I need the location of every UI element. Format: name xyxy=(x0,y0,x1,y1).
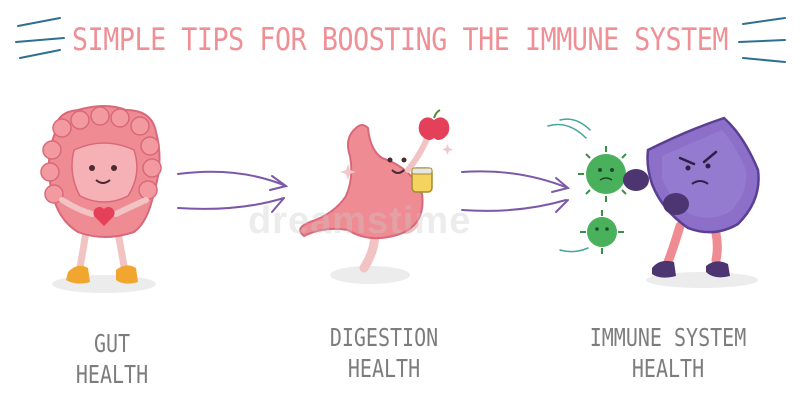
label-digestion-health: DIGESTION HEALTH xyxy=(304,322,464,384)
intestine-character-icon xyxy=(40,105,162,284)
label-digestion-line1: DIGESTION xyxy=(329,323,439,352)
virus-small-icon xyxy=(580,210,624,254)
page-title: SIMPLE TIPS FOR BOOSTING THE IMMUNE SYST… xyxy=(71,22,729,58)
title-left-lines-icon xyxy=(15,17,65,59)
label-gut-line1: GUT xyxy=(93,329,131,358)
stomach-shadow xyxy=(330,266,410,284)
stomach-character-icon xyxy=(299,109,453,273)
motion-lines-icon xyxy=(547,118,591,253)
label-gut-line2: HEALTH xyxy=(75,360,149,389)
label-gut-health: GUT HEALTH xyxy=(32,328,192,390)
shield-character-icon xyxy=(623,116,760,278)
title-right-lines-icon xyxy=(738,17,786,63)
label-immune-line2: HEALTH xyxy=(631,354,705,383)
label-immune-line1: IMMUNE SYSTEM xyxy=(589,323,747,352)
arrow-digestion-to-immune-icon xyxy=(461,170,571,213)
label-immune-health: IMMUNE SYSTEM HEALTH xyxy=(572,322,764,384)
arrow-gut-to-digestion-icon xyxy=(177,170,289,213)
watermark: dreamstime xyxy=(248,200,472,242)
label-digestion-line2: HEALTH xyxy=(347,354,421,383)
